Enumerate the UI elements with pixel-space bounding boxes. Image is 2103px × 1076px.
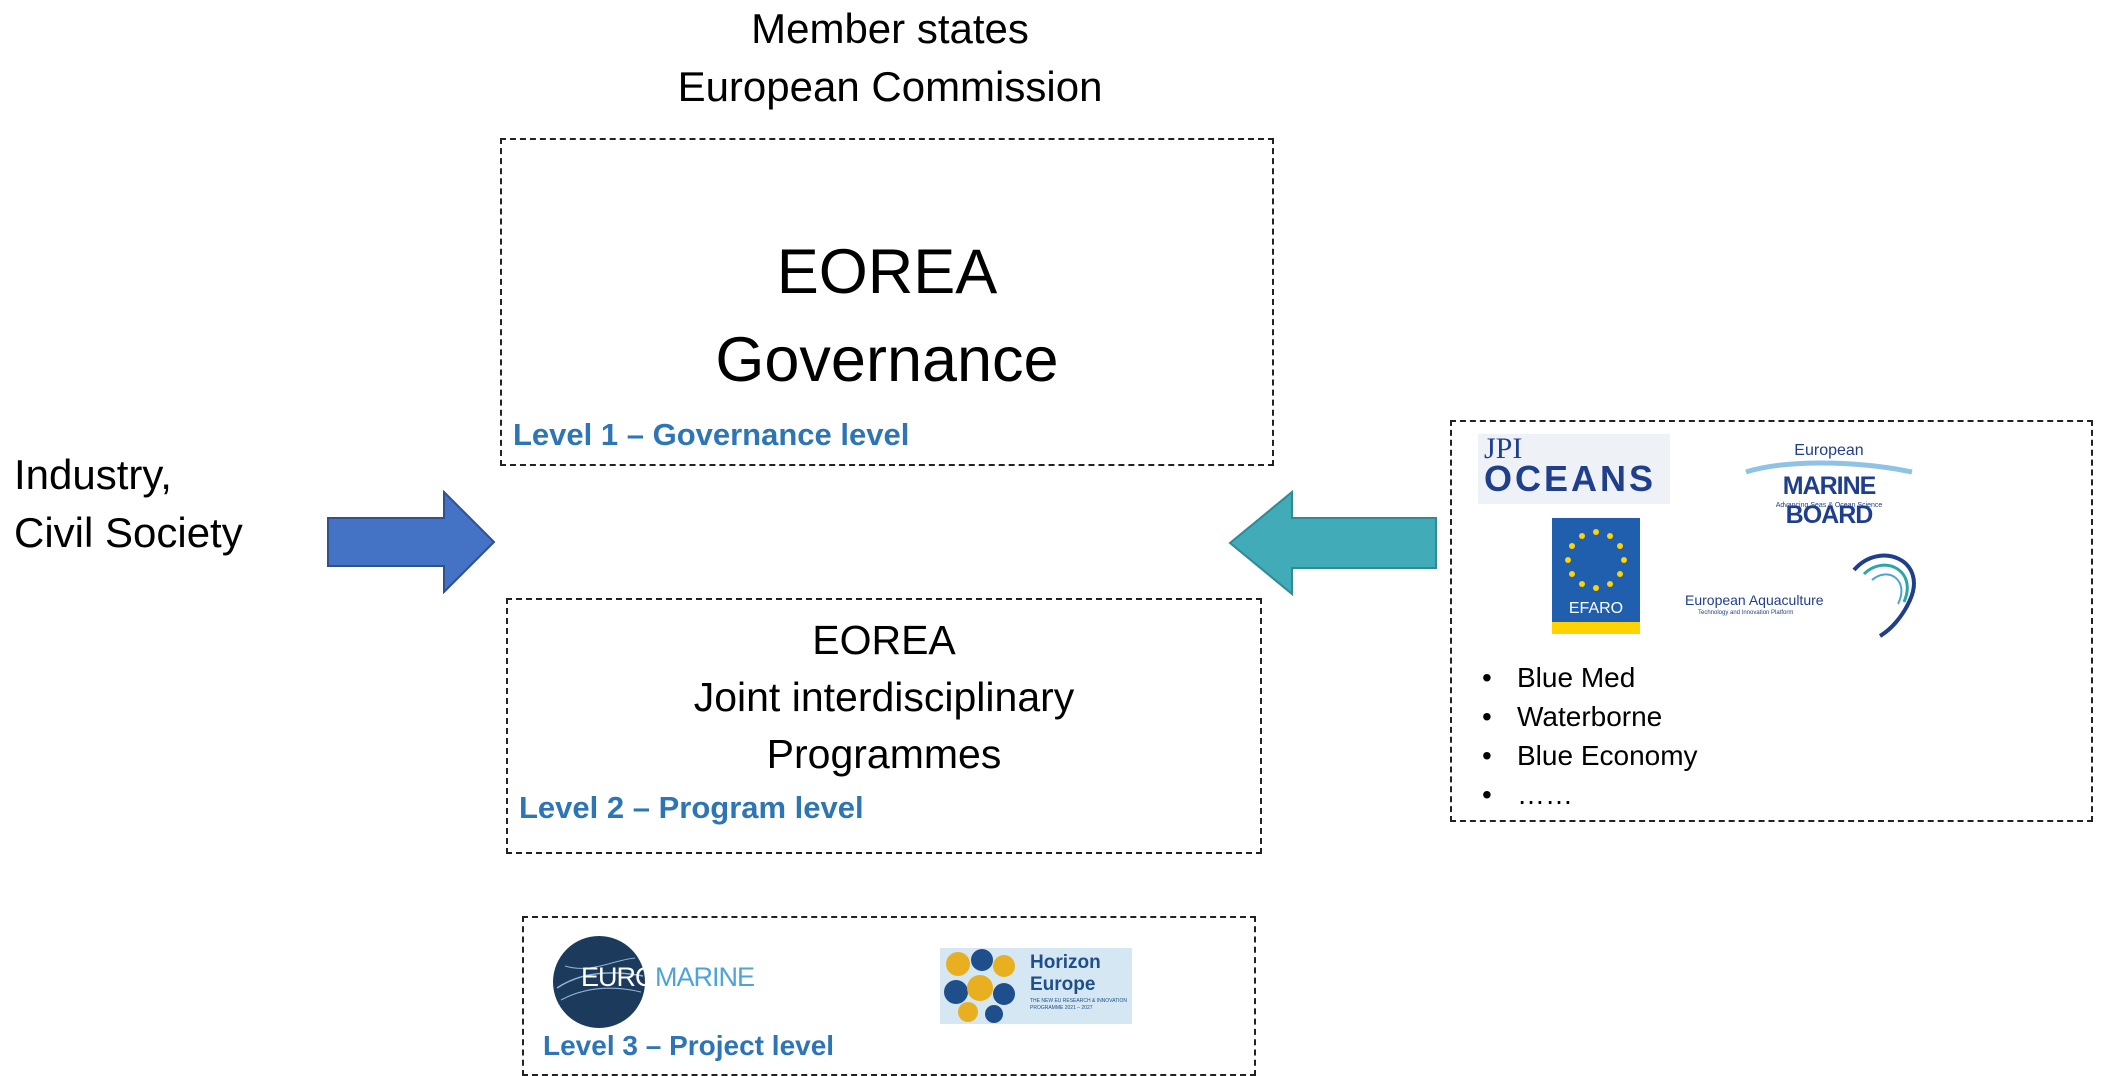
partners-list: Blue Med Waterborne Blue Economy …… [1452,658,1698,814]
aquaculture-swirl-icon [1852,553,1916,638]
list-item: Blue Med [1452,658,1698,697]
marine-board-tagline: Advancing Seas & Ocean Science [1775,502,1883,509]
marine-board-logo: European MARINE BOARD Advancing Seas & O… [1744,442,1914,529]
efaro-label: EFARO [1568,600,1624,617]
level-3-label: Level 3 – Project level [543,1030,835,1061]
euromarine-wordmark: EUROMARINE [581,962,755,993]
governance-line1: EOREA [776,237,998,307]
horizon-europe-logo: Horizon Europe THE NEW EU RESEARCH & INN… [940,948,1132,1024]
top-label-line2: European Commission [677,63,1103,110]
euromarine-part2: MARINE [655,962,755,992]
program-title: EOREA Joint interdisciplinary Programmes [508,612,1260,783]
horizon-line1: Horizon [1030,952,1101,973]
efaro-logo: EFARO [1552,518,1640,634]
list-item: Blue Economy [1452,736,1698,775]
marine-board-top: European [1794,442,1864,459]
program-box: EOREA Joint interdisciplinary Programmes… [506,598,1262,854]
list-item: …… [1452,775,1698,814]
aquaculture-line1: European Aquaculture [1685,592,1824,608]
eu-stars-icon [1565,529,1627,591]
left-label: Industry, Civil Society [14,446,243,562]
program-line3: Programmes [766,731,1002,777]
efaro-band [1552,622,1640,634]
wave-icon [1745,460,1913,475]
left-arrow [327,490,496,594]
euromarine-logo: EUROMARINE [551,936,771,1028]
level-2-label: Level 2 – Program level [519,790,864,825]
governance-box: EOREA Governance Level 1 – Governance le… [500,138,1274,466]
project-box: EUROMARINE Horizon Europe THE NEW EU RES… [522,916,1256,1076]
horizon-small-text: THE NEW EU RESEARCH & INNOVATION PROGRAM… [1030,998,1128,1011]
euromarine-circle-icon [553,936,645,1028]
marine-board-main: MARINE BOARD [1782,472,1877,529]
left-label-line1: Industry, [14,451,172,498]
partners-box: JPI OCEANS European MARINE BOARD Advanci… [1450,420,2093,822]
list-item: Waterborne [1452,697,1698,736]
aquaculture-line2: Technology and Innovation Platform [1698,610,1794,616]
program-line1: EOREA [812,617,956,663]
right-arrow [1228,490,1437,596]
horizon-line2: Europe [1030,974,1096,995]
top-label-line1: Member states [751,5,1029,52]
jpi-oceans-logo: JPI OCEANS [1478,432,1670,504]
governance-line2: Governance [715,325,1059,395]
left-label-line2: Civil Society [14,509,243,556]
oceans-text: OCEANS [1484,458,1657,499]
horizon-title: Horizon Europe [1030,952,1101,996]
top-label: Member states European Commission [500,0,1280,116]
euromarine-part1: EURO [581,962,656,992]
aquaculture-logo: European Aquaculture Technology and Inno… [1680,540,1930,640]
jpi-text: JPI [1484,432,1523,465]
governance-title: EOREA Governance [502,228,1272,404]
horizon-icons [944,949,1015,1023]
program-line2: Joint interdisciplinary [693,674,1075,720]
level-1-label: Level 1 – Governance level [513,417,910,452]
